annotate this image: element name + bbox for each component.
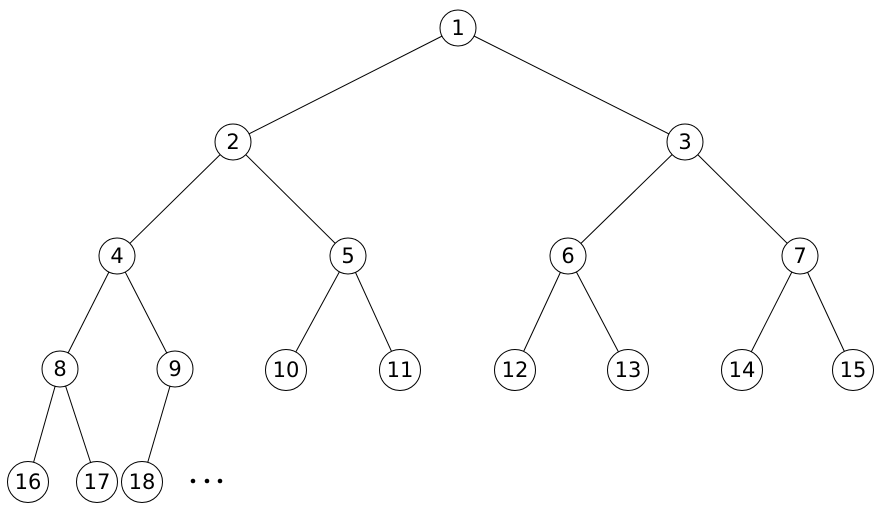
tree-edge-6-13 bbox=[567, 255, 629, 371]
tree-node-18: 18 bbox=[121, 461, 163, 503]
tree-node-circle bbox=[379, 349, 421, 391]
tree-node-circle bbox=[439, 9, 477, 47]
tree-node-12: 12 bbox=[494, 349, 536, 391]
tree-node-4: 4 bbox=[98, 237, 136, 275]
ellipsis-dot bbox=[217, 478, 223, 484]
tree-edge-2-4 bbox=[116, 141, 234, 257]
tree-node-circle bbox=[494, 349, 536, 391]
tree-node-3: 3 bbox=[666, 123, 704, 161]
tree-node-label: 12 bbox=[502, 358, 529, 382]
tree-node-circle bbox=[265, 349, 307, 391]
tree-node-15: 15 bbox=[832, 349, 874, 391]
tree-node-1: 1 bbox=[439, 9, 477, 47]
tree-node-2: 2 bbox=[214, 123, 252, 161]
tree-node-label: 9 bbox=[168, 357, 181, 381]
tree-node-circle bbox=[329, 237, 367, 275]
tree-node-label: 8 bbox=[53, 357, 66, 381]
tree-edge-5-10 bbox=[285, 255, 349, 371]
tree-edge-7-14 bbox=[741, 255, 801, 371]
tree-node-circle bbox=[41, 350, 79, 388]
tree-node-circle bbox=[721, 349, 763, 391]
tree-node-label: 4 bbox=[110, 244, 123, 268]
tree-edge-3-7 bbox=[684, 141, 801, 257]
tree-node-circle bbox=[666, 123, 704, 161]
tree-edge-3-6 bbox=[567, 141, 686, 257]
tree-node-label: 1 bbox=[451, 16, 464, 40]
ellipsis-dot bbox=[204, 478, 210, 484]
tree-node-16: 16 bbox=[7, 461, 49, 503]
tree-node-circle bbox=[98, 237, 136, 275]
tree-node-label: 16 bbox=[15, 470, 42, 494]
tree-node-circle bbox=[781, 237, 819, 275]
tree-node-circle bbox=[607, 349, 649, 391]
tree-node-10: 10 bbox=[265, 349, 307, 391]
tree-node-label: 17 bbox=[84, 470, 111, 494]
tree-node-label: 3 bbox=[678, 130, 691, 154]
tree-node-6: 6 bbox=[549, 237, 587, 275]
tree-node-11: 11 bbox=[379, 349, 421, 391]
tree-node-8: 8 bbox=[41, 350, 79, 388]
tree-node-label: 14 bbox=[729, 358, 756, 382]
tree-node-label: 2 bbox=[226, 130, 239, 154]
tree-node-label: 10 bbox=[273, 358, 300, 382]
tree-edge-2-5 bbox=[232, 141, 349, 257]
tree-node-circle bbox=[156, 350, 194, 388]
tree-node-circle bbox=[76, 461, 118, 503]
tree-node-circle bbox=[121, 461, 163, 503]
tree-edge-1-2 bbox=[232, 27, 459, 143]
tree-node-label: 11 bbox=[387, 358, 414, 382]
tree-node-circle bbox=[549, 237, 587, 275]
tree-node-label: 15 bbox=[840, 358, 867, 382]
ellipsis-dot bbox=[190, 478, 196, 484]
tree-node-9: 9 bbox=[156, 350, 194, 388]
tree-node-circle bbox=[214, 123, 252, 161]
tree-node-5: 5 bbox=[329, 237, 367, 275]
tree-node-7: 7 bbox=[781, 237, 819, 275]
tree-node-label: 18 bbox=[129, 470, 156, 494]
tree-edge-1-3 bbox=[457, 27, 686, 143]
tree-node-circle bbox=[7, 461, 49, 503]
tree-edge-4-9 bbox=[116, 255, 176, 370]
tree-node-label: 5 bbox=[341, 244, 354, 268]
tree-node-14: 14 bbox=[721, 349, 763, 391]
tree-node-label: 13 bbox=[615, 358, 642, 382]
tree-edge-4-8 bbox=[59, 255, 118, 370]
ellipsis-dots bbox=[190, 478, 223, 484]
tree-node-17: 17 bbox=[76, 461, 118, 503]
tree-node-13: 13 bbox=[607, 349, 649, 391]
tree-node-label: 7 bbox=[793, 244, 806, 268]
tree-node-circle bbox=[832, 349, 874, 391]
tree-node-label: 6 bbox=[561, 244, 574, 268]
